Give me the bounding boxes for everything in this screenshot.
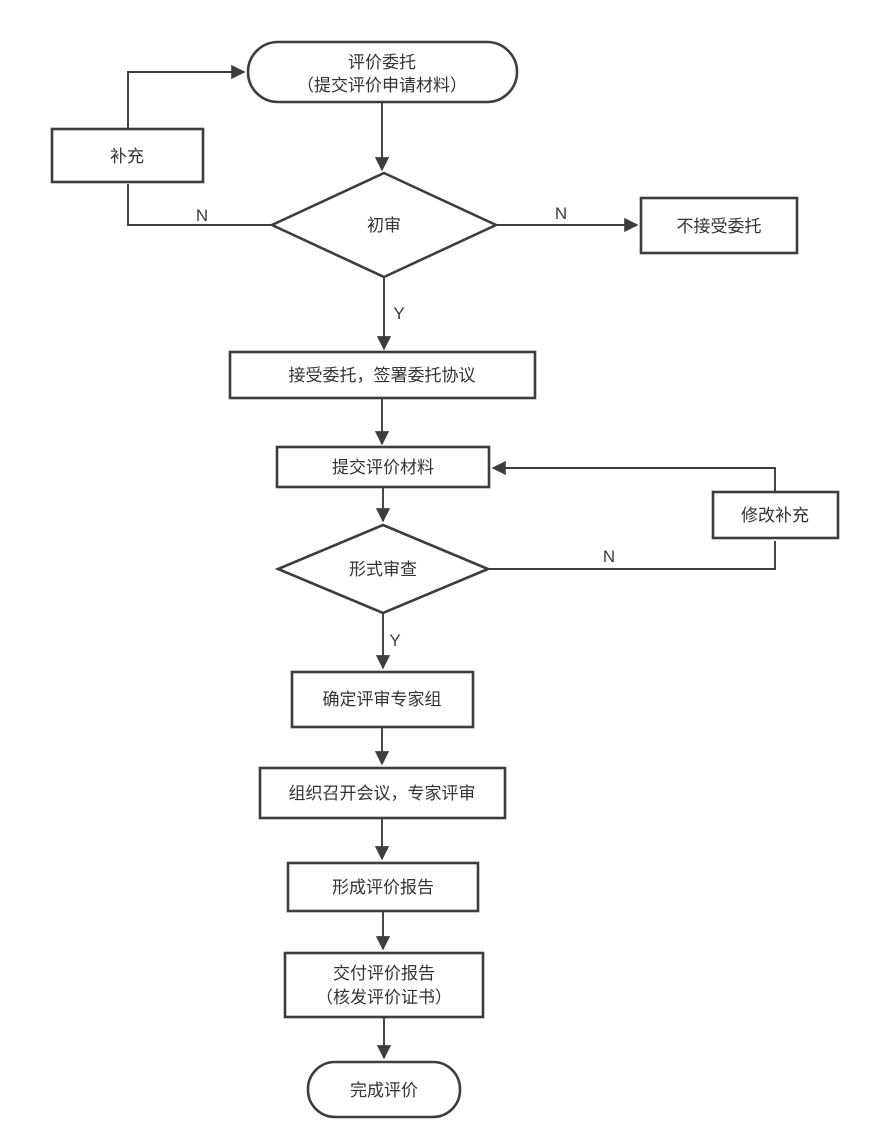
node-start: 评价委托 （提交评价申请材料） (246, 40, 519, 104)
end-label: 完成评价 (350, 1081, 418, 1100)
start-label-line2: （提交评价申请材料） (297, 76, 467, 95)
review2-shape (274, 523, 492, 615)
start-shape (246, 40, 519, 104)
node-expert: 确定评审专家组 (290, 670, 475, 729)
edge-review2-no-to-modify (488, 541, 776, 570)
label-review2-no: N (603, 547, 615, 566)
end-shape (306, 1060, 462, 1119)
node-review1: 初审 (268, 171, 500, 279)
expert-shape (290, 670, 475, 729)
modify-shape (711, 490, 840, 540)
accept-shape (228, 350, 537, 400)
start-label-line1: 评价委托 (348, 53, 416, 72)
node-modify: 修改补充 (711, 490, 840, 540)
report-shape (286, 861, 480, 913)
review2-label: 形式审查 (349, 560, 417, 579)
edge-modify-to-submit (491, 460, 776, 492)
supplement-shape (50, 127, 205, 184)
reject-shape (639, 196, 799, 255)
node-reject: 不接受委托 (639, 196, 799, 255)
node-report: 形成评价报告 (286, 861, 480, 913)
submit-shape (275, 445, 491, 489)
deliver-shape (283, 951, 485, 1019)
submit-label: 提交评价材料 (332, 458, 434, 477)
reject-label: 不接受委托 (677, 217, 762, 236)
meeting-shape (258, 766, 507, 820)
modify-label: 修改补充 (741, 506, 809, 525)
edge-supplement-to-start (127, 64, 246, 129)
edge-review1-no-to-supplement (127, 184, 272, 226)
node-deliver: 交付评价报告 （核发评价证书） (283, 951, 485, 1019)
expert-label: 确定评审专家组 (323, 690, 442, 709)
node-end: 完成评价 (306, 1060, 462, 1119)
review1-shape (268, 171, 500, 279)
deliver-label-line2: （核发评价证书） (316, 988, 452, 1007)
review1-label: 初审 (367, 216, 401, 235)
label-review1-no-left: N (196, 206, 208, 225)
node-accept: 接受委托，签署委托协议 (228, 350, 537, 400)
supplement-label: 补充 (110, 147, 144, 166)
node-submit: 提交评价材料 (275, 445, 491, 489)
label-review1-no-right: N (555, 204, 567, 223)
label-review2-yes: Y (389, 631, 400, 650)
node-meeting: 组织召开会议，专家评审 (258, 766, 507, 820)
accept-label: 接受委托，签署委托协议 (289, 366, 476, 385)
report-label: 形成评价报告 (332, 878, 434, 897)
node-review2: 形式审查 (274, 523, 492, 615)
meeting-label: 组织召开会议，专家评审 (289, 784, 476, 803)
deliver-label-line1: 交付评价报告 (333, 964, 435, 983)
label-review1-yes: Y (393, 304, 404, 323)
node-supplement: 补充 (50, 127, 205, 184)
